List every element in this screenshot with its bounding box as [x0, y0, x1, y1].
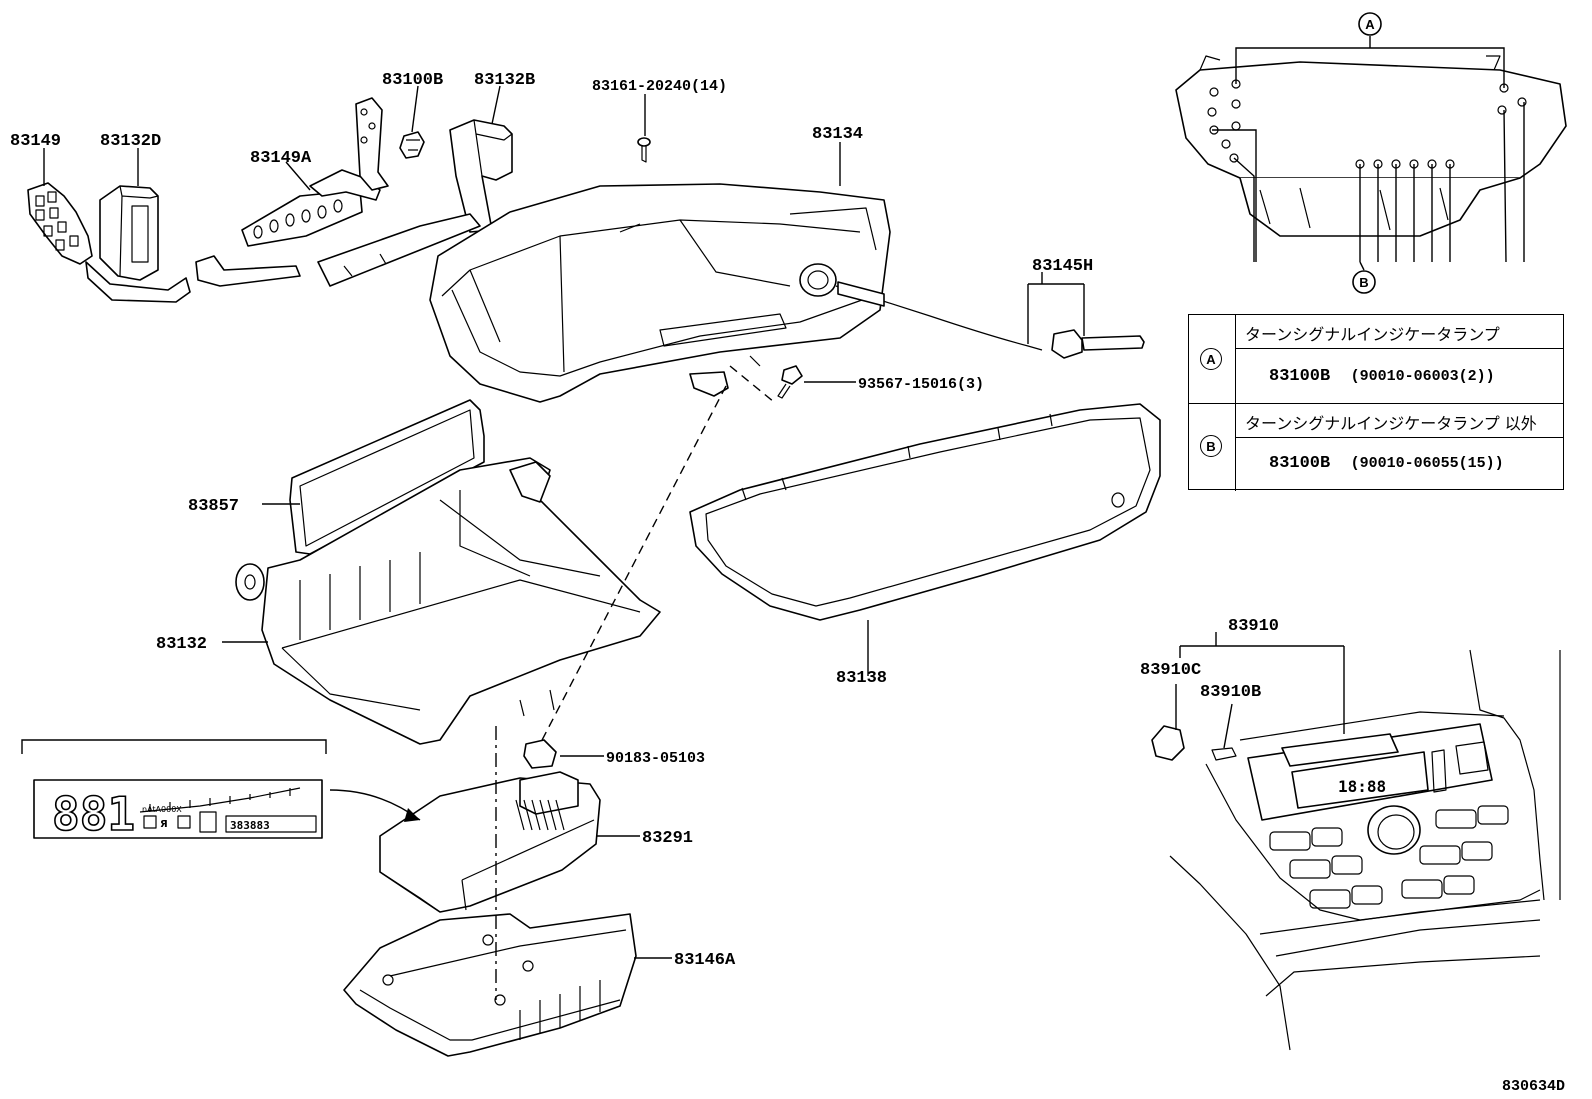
part-83100B-clip — [399, 131, 425, 159]
label-83161: 83161-20240(14) — [592, 78, 727, 95]
legend-desc-a: ターンシグナルインジケータランプ — [1245, 325, 1500, 344]
inset-cluster-rear: A B — [1175, 12, 1567, 294]
part-83161-screw — [637, 137, 651, 163]
part-83134 — [429, 183, 891, 403]
display-illustration: 881 nAtA000X Я 383883 — [21, 739, 421, 842]
legend-part-a: 83100B (90010-06003(2)) — [1269, 367, 1495, 386]
label-93567: 93567-15016(3) — [858, 376, 984, 393]
part-83291 — [379, 771, 601, 913]
label-83910: 83910 — [1228, 617, 1279, 636]
part-93567-screw — [777, 365, 803, 399]
part-labels: 83149 83132D 83149A 83100B 83132B 83161-… — [10, 71, 1565, 1095]
label-90183: 90183-05103 — [606, 750, 705, 767]
part-83132 — [235, 457, 661, 745]
legend-row-b: B ターンシグナルインジケータランプ 以外 83100B (90010-0605… — [1189, 403, 1563, 491]
display-brand: nAtA000X — [142, 805, 182, 814]
label-83149: 83149 — [10, 132, 61, 151]
label-83145H: 83145H — [1032, 257, 1093, 276]
callout-a-top: A — [1365, 17, 1375, 32]
svg-text:Я: Я — [160, 819, 168, 830]
label-83149A: 83149A — [250, 149, 312, 168]
speed-digits: 881 — [52, 787, 135, 841]
diagram-code: 830634D — [1502, 1078, 1565, 1095]
odometer-digits: 383883 — [230, 819, 270, 832]
label-83100B: 83100B — [382, 71, 443, 90]
part-83138 — [689, 403, 1161, 621]
legend-part-b: 83100B (90010-06055(15)) — [1269, 454, 1504, 473]
label-83132D: 83132D — [100, 132, 161, 151]
part-83146A — [343, 913, 637, 1057]
inset-dash-switch: 18:88 — [1151, 632, 1561, 1051]
leader-lines — [43, 85, 1085, 959]
part-83132B — [317, 119, 513, 287]
legend-desc-b: ターンシグナルインジケータランプ 以外 — [1245, 414, 1537, 433]
label-83146A: 83146A — [674, 951, 736, 970]
label-83132: 83132 — [156, 635, 207, 654]
label-83910B: 83910B — [1200, 683, 1261, 702]
label-83134: 83134 — [812, 125, 863, 144]
part-83145H-cable — [835, 281, 1145, 359]
part-83149A — [195, 97, 389, 287]
inset-labels: 83910 83910C 83910B — [1140, 617, 1279, 702]
legend-row-a: A ターンシグナルインジケータランプ 83100B (90010-06003(2… — [1189, 315, 1563, 403]
label-83132B: 83132B — [474, 71, 535, 90]
legend-mark-b: B — [1200, 435, 1222, 457]
part-83857 — [289, 399, 485, 555]
clock-digits: 18:88 — [1338, 777, 1386, 796]
label-83138: 83138 — [836, 669, 887, 688]
legend-table: A ターンシグナルインジケータランプ 83100B (90010-06003(2… — [1188, 314, 1564, 491]
callout-b-top: B — [1359, 275, 1368, 290]
legend-mark-a: A — [1200, 348, 1222, 370]
label-83291: 83291 — [642, 829, 693, 848]
part-83132D — [99, 185, 159, 281]
alignment-lines — [495, 365, 775, 1000]
part-83149 — [27, 182, 191, 303]
part-90183-clip — [523, 739, 557, 769]
label-83910C: 83910C — [1140, 661, 1201, 680]
label-83857: 83857 — [188, 497, 239, 516]
